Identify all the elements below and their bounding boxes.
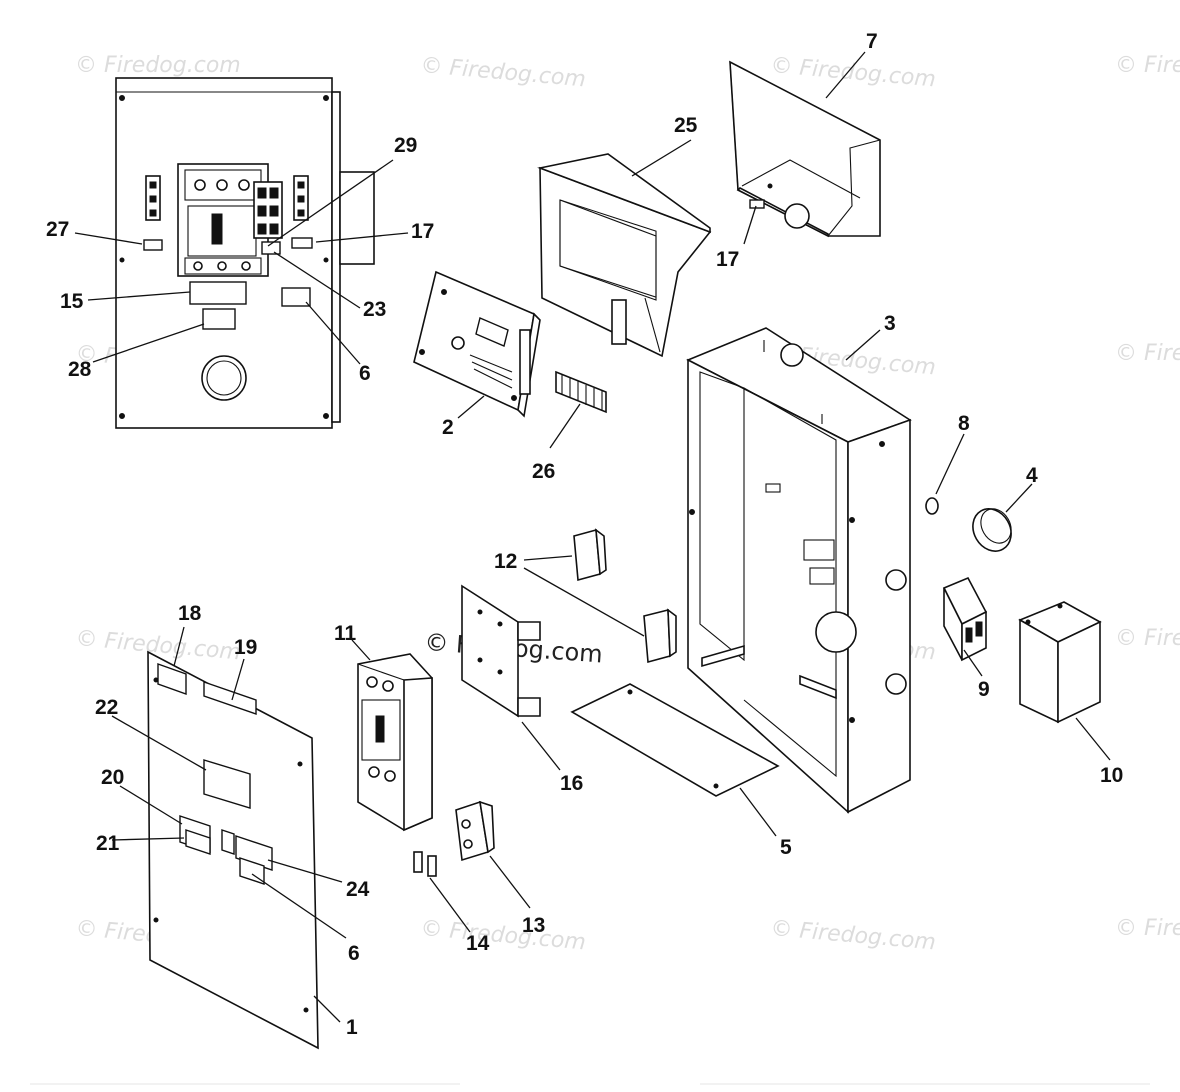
callout-9: 9: [978, 678, 990, 701]
callout-19: 19: [234, 636, 257, 659]
callout-1: 1: [346, 1016, 358, 1039]
watermark: © Firedog.com: [419, 53, 586, 92]
callout-11: 11: [334, 622, 357, 645]
part-7-hood: [729, 60, 881, 238]
part-25-plate: [537, 153, 712, 358]
callout-6a: 6: [359, 362, 371, 385]
part-4-bushing: [972, 508, 1012, 552]
callout-3: 3: [884, 312, 896, 335]
callout-28: 28: [68, 358, 92, 381]
part-2-controller: [413, 270, 541, 418]
part-9-relay: [942, 576, 988, 662]
watermark: © Firedog.com: [769, 53, 936, 92]
callout-12: 12: [494, 550, 517, 573]
watermark: © Firedog.com: [1115, 341, 1180, 366]
watermark: © Firedog.com: [75, 53, 241, 78]
callout-27: 27: [46, 218, 69, 241]
part-13-fuseholder: [455, 800, 495, 862]
watermark: © Firedog.com: [1115, 916, 1180, 941]
callout-18: 18: [178, 602, 202, 625]
callout-13: 13: [522, 914, 545, 937]
part-10-box: [1018, 601, 1102, 724]
leader-lines: [74, 51, 1111, 1023]
part-11-breaker: [357, 653, 433, 832]
watermark: © Firedog.com: [1115, 626, 1180, 651]
callout-21: 21: [96, 832, 120, 855]
callout-15: 15: [60, 290, 84, 313]
callout-4: 4: [1026, 464, 1038, 487]
part-5-plate: [570, 683, 780, 797]
callout-26: 26: [532, 460, 555, 483]
part-16-bracket: [461, 584, 541, 718]
callout-29: 29: [394, 134, 417, 157]
callout-14: 14: [466, 932, 490, 955]
callout-20: 20: [101, 766, 124, 789]
callout-7: 7: [866, 30, 878, 53]
callout-24: 24: [346, 878, 370, 901]
callout-10: 10: [1100, 764, 1123, 787]
callout-17b: 17: [716, 248, 739, 271]
part-1-door: [147, 650, 319, 1050]
assembled-panel: [115, 77, 375, 429]
part-26-connector: [555, 370, 607, 414]
callout-23: 23: [363, 298, 386, 321]
callout-22: 22: [95, 696, 118, 719]
callout-8: 8: [958, 412, 970, 435]
part-3-enclosure: [686, 327, 912, 814]
callout-2: 2: [442, 416, 454, 439]
callouts: 27 29 17 15 23 28 6 25 7 17 2 26 3 8 4 1…: [46, 30, 1123, 1039]
watermark: © Firedog.com: [769, 916, 936, 955]
callout-17a: 17: [411, 220, 434, 243]
watermark: © Firedog.com: [1115, 53, 1180, 78]
callout-6b: 6: [348, 942, 360, 965]
callout-5: 5: [780, 836, 792, 859]
part-8-washer: [925, 497, 939, 515]
callout-25: 25: [674, 114, 698, 137]
part-14-fuses: [413, 851, 437, 877]
callout-16: 16: [560, 772, 583, 795]
watermark: © Firedog.com: [419, 916, 586, 955]
part-12-clips: [573, 528, 677, 664]
